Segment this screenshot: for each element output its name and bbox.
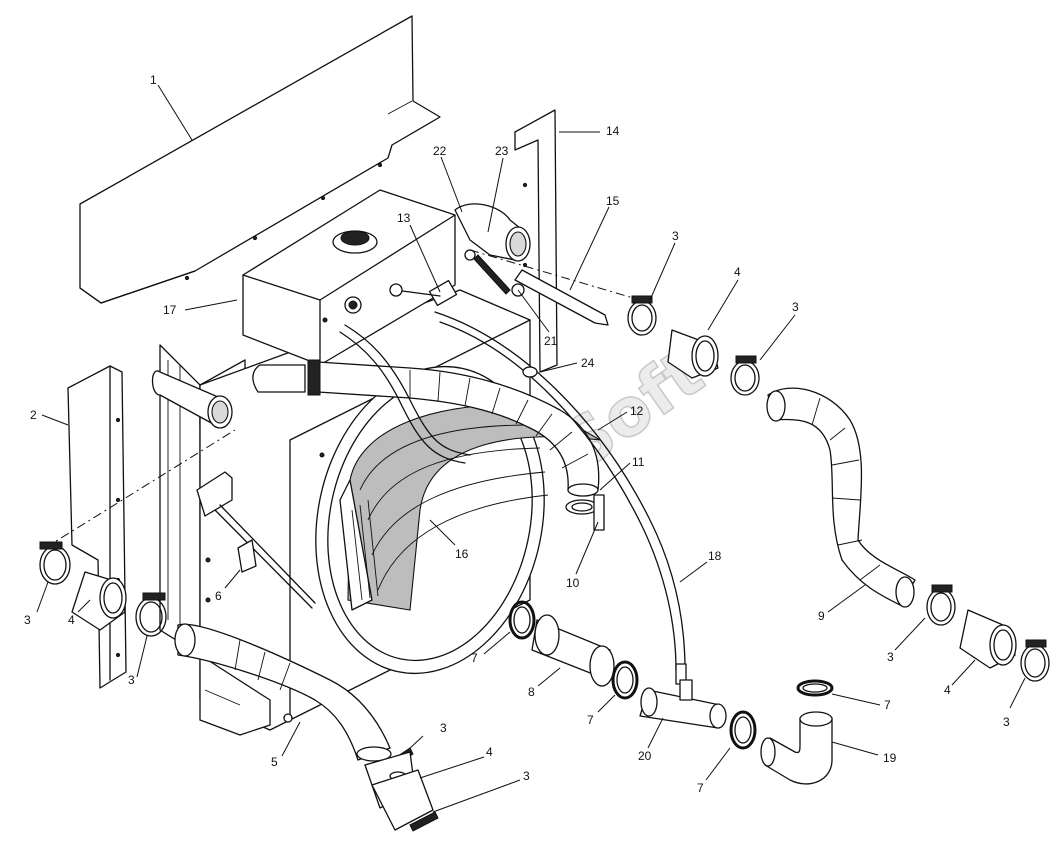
top-right-elbow [454,203,538,378]
callout-3: 3 [887,650,894,664]
callout-4: 4 [944,683,951,697]
callout-12: 12 [630,404,644,418]
callout-3: 3 [523,769,530,783]
callout-11: 11 [632,455,645,469]
callout-20: 20 [638,749,652,763]
lower-tube-8 [531,614,615,687]
callout-3: 3 [128,673,135,687]
callout-7: 7 [697,781,704,795]
callout-13: 13 [397,211,411,225]
callout-23: 23 [495,144,509,158]
elbow-19 [760,711,833,785]
callout-7: 7 [471,651,478,665]
callout-3: 3 [1003,715,1010,729]
callout-7: 7 [587,713,594,727]
callout-18: 18 [708,549,722,563]
callout-15: 15 [606,194,620,208]
callout-1: 1 [150,73,157,87]
right-clamp-b [1020,639,1050,682]
lower-left-clamps [364,747,439,832]
callout-7: 7 [884,698,891,712]
upper-right-clamp-a [627,295,657,336]
expansion-tank [242,189,458,366]
overflow-hose [339,311,687,685]
callout-17: 17 [163,303,177,317]
callout-8: 8 [528,685,535,699]
bracket-10 [593,494,605,531]
left-clamp-upper [39,541,71,585]
callout-14: 14 [606,124,620,138]
left-clamp-lower [135,592,167,637]
callout-6: 6 [215,589,222,603]
right-sleeve [959,609,1017,669]
lower-clamp-7a [508,600,536,640]
callout-4: 4 [68,613,75,627]
callout-3: 3 [440,721,447,735]
lower-left-hose [174,623,392,762]
right-clamp-a [926,584,956,626]
top-baffle-plate [79,15,441,304]
leader-lines [36,84,1026,813]
upper-right-sleeve [667,329,719,379]
upper-right-clamp-b [730,355,760,396]
left-sleeve [71,571,127,631]
clamp-7d [796,679,834,697]
left-side-plate [67,365,127,689]
callout-2: 2 [30,408,37,422]
callout-9: 9 [818,609,825,623]
tee-fitting-20 [639,679,727,729]
callout-19: 19 [883,751,897,765]
callout-4: 4 [486,745,493,759]
callout-21: 21 [544,334,558,348]
callout-labels: 1 2 3 4 3 5 6 7 8 7 20 7 7 19 18 10 11 1… [24,73,1010,795]
lower-clamp-7c [729,710,757,750]
callout-3: 3 [792,300,799,314]
callout-22: 22 [433,144,447,158]
callout-4: 4 [734,265,741,279]
callout-3: 3 [672,229,679,243]
callout-5: 5 [271,755,278,769]
callout-16: 16 [455,547,469,561]
callout-3: 3 [24,613,31,627]
right-hose-9 [766,387,916,608]
lower-clamp-7b [611,660,639,700]
upper-hose [252,359,600,497]
callout-24: 24 [581,356,595,370]
callout-10: 10 [566,576,580,590]
rod-15 [514,269,609,326]
clamp-11 [565,499,599,515]
centerline-top [469,249,641,301]
